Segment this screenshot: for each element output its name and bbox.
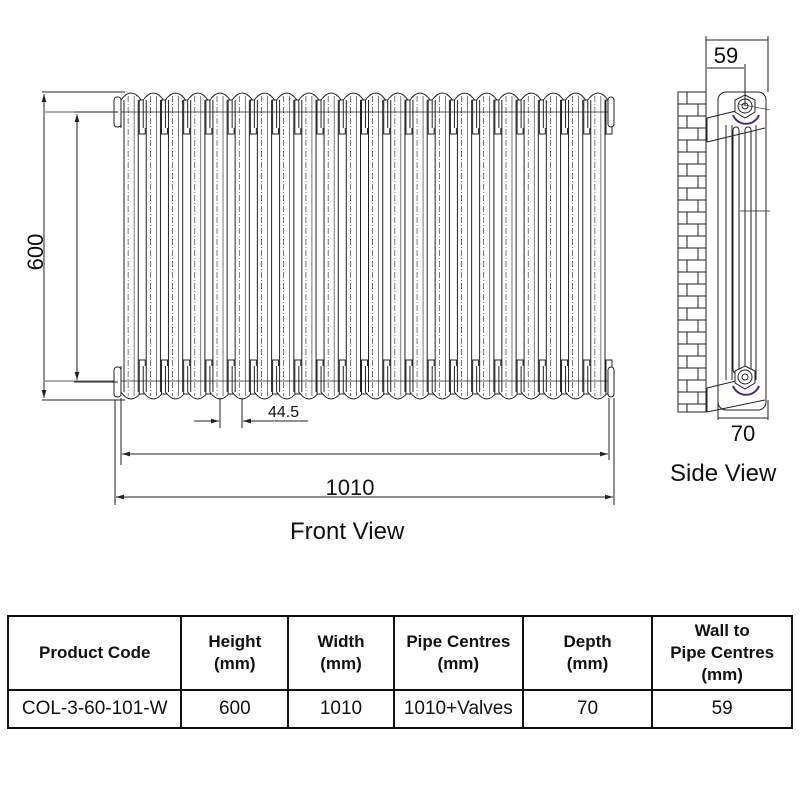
header-depth: Depth(mm) bbox=[521, 615, 654, 691]
wall-to-pipe-label: 59 bbox=[714, 43, 738, 68]
table-header-row: Product Code Height(mm) Width(mm) Pipe C… bbox=[6, 615, 793, 691]
depth-dimension bbox=[717, 400, 769, 420]
height-dimension-label: 600 bbox=[23, 234, 48, 271]
cell-height: 600 bbox=[180, 689, 290, 729]
table-row: COL-3-60-101-W 600 1010 1010+Valves 70 5… bbox=[6, 689, 793, 729]
technical-drawing: 600 44.5 1010 bbox=[23, 36, 771, 505]
wall-to-pipe-dimension bbox=[705, 36, 769, 106]
section-pitch-label: 44.5 bbox=[268, 404, 299, 421]
depth-label: 70 bbox=[731, 421, 755, 446]
side-view-radiator bbox=[677, 91, 771, 413]
header-height: Height(mm) bbox=[180, 615, 290, 691]
side-view-label: Side View bbox=[670, 460, 777, 487]
header-product-code: Product Code bbox=[6, 615, 183, 691]
overall-width-label: 1010 bbox=[326, 475, 375, 500]
cell-wall-to-pipe-centres: 59 bbox=[651, 689, 793, 729]
cell-depth: 70 bbox=[521, 689, 654, 729]
header-pipe-centres: Pipe Centres(mm) bbox=[392, 615, 524, 691]
specification-table: Product Code Height(mm) Width(mm) Pipe C… bbox=[6, 615, 793, 729]
cell-width: 1010 bbox=[287, 689, 395, 729]
overall-width-dimension bbox=[114, 398, 615, 505]
cell-pipe-centres: 1010+Valves bbox=[392, 689, 524, 729]
front-view-label: Front View bbox=[290, 518, 405, 545]
pipe-centres-width-dimension bbox=[120, 398, 610, 465]
height-dimension bbox=[41, 91, 125, 401]
header-width: Width(mm) bbox=[287, 615, 395, 691]
front-view-radiator bbox=[45, 92, 615, 400]
cell-product-code: COL-3-60-101-W bbox=[6, 689, 183, 729]
brick-wall bbox=[677, 91, 707, 413]
section-pitch-dimension bbox=[194, 398, 308, 428]
